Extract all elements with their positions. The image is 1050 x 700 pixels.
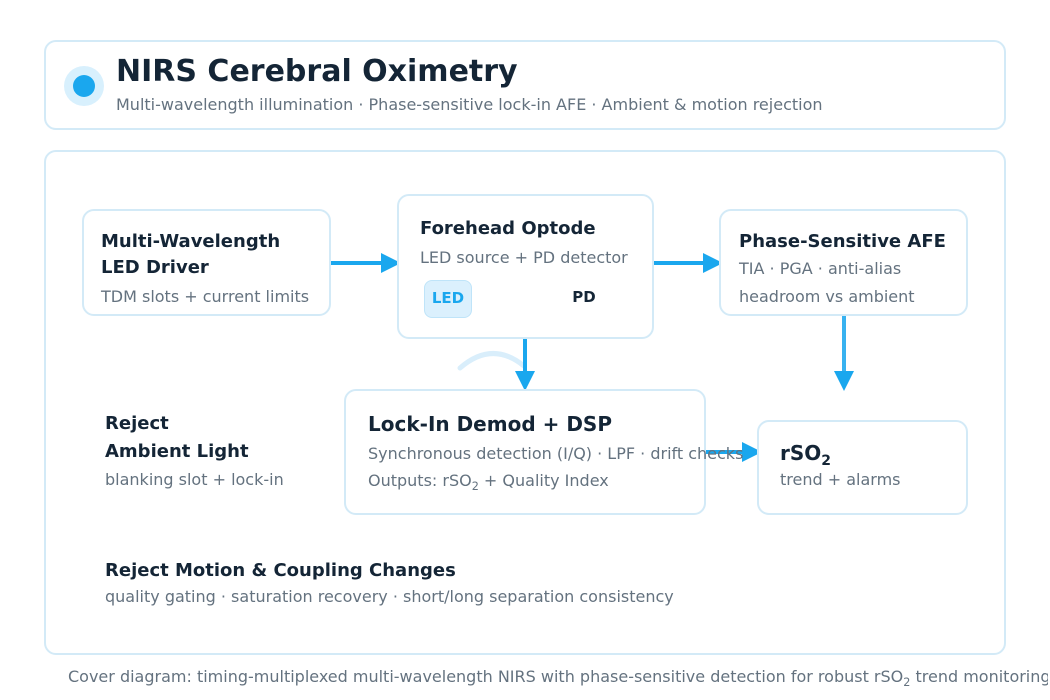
header-card: NIRS Cerebral Oximetry Multi-wavelength … xyxy=(44,40,1006,130)
rso2-detail: trend + alarms xyxy=(780,470,901,489)
motion-note-title: Reject Motion & Coupling Changes xyxy=(105,560,456,581)
ambient-note-title-line1: Reject xyxy=(105,413,169,434)
rso2-node: rSO2 trend + alarms xyxy=(757,420,968,515)
afe-node: Phase-Sensitive AFE TIA · PGA · anti-ali… xyxy=(719,209,968,316)
optode-detail: LED source + PD detector xyxy=(420,248,628,267)
led-source-chip: LED xyxy=(424,280,472,318)
motion-note-detail: quality gating · saturation recovery · s… xyxy=(105,587,674,606)
ambient-note-title-line2: Ambient Light xyxy=(105,441,249,462)
lockin-node: Lock-In Demod + DSP Synchronous detectio… xyxy=(344,389,743,515)
afe-title: Phase-Sensitive AFE xyxy=(739,231,946,252)
led-driver-detail: TDM slots + current limits xyxy=(101,287,310,306)
page-subtitle: Multi-wavelength illumination · Phase-se… xyxy=(116,95,823,114)
rso2-title: rSO2 xyxy=(780,441,832,469)
afe-detail-line1: TIA · PGA · anti-alias xyxy=(739,259,902,278)
led-driver-title-line2: LED Driver xyxy=(101,257,209,278)
lockin-title: Lock-In Demod + DSP xyxy=(368,412,612,436)
figure-caption: Cover diagram: timing-multiplexed multi-… xyxy=(68,667,1048,690)
optode-title: Forehead Optode xyxy=(420,218,596,239)
page-title: NIRS Cerebral Oximetry xyxy=(116,54,518,89)
status-dot-icon xyxy=(64,66,104,106)
optode-node: Forehead Optode LED source + PD detector… xyxy=(397,194,654,339)
led-driver-node: Multi-Wavelength LED Driver TDM slots + … xyxy=(82,209,331,316)
afe-detail-line2: headroom vs ambient xyxy=(739,287,915,306)
lockin-detail-line2: Outputs: rSO2 + Quality Index xyxy=(368,471,609,494)
lockin-detail-line1: Synchronous detection (I/Q) · LPF · drif… xyxy=(368,444,744,463)
pd-detector-chip: PD xyxy=(559,280,609,318)
light-arc-icon xyxy=(457,351,527,371)
ambient-note-detail: blanking slot + lock-in xyxy=(105,470,284,489)
led-driver-title-line1: Multi-Wavelength xyxy=(101,231,281,252)
